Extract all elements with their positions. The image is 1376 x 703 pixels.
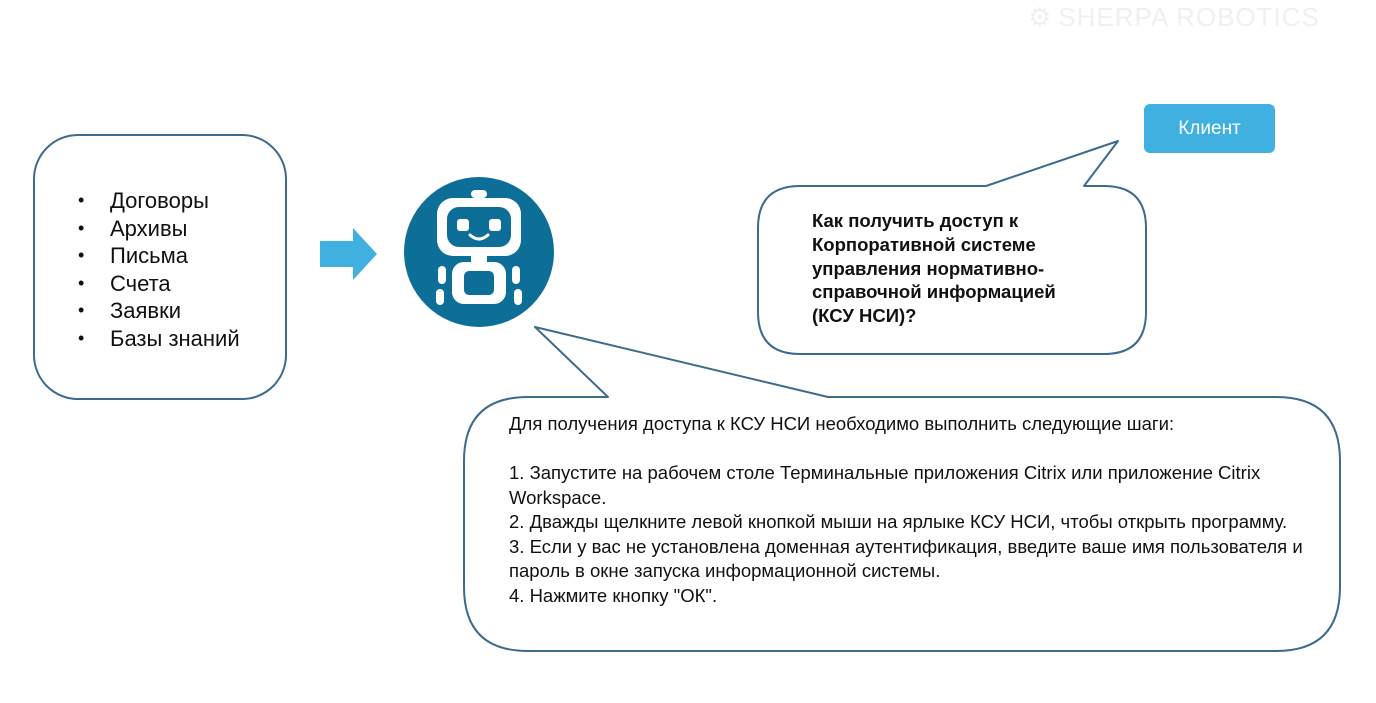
bullet-icon: • [78,217,85,238]
answer-step: 1. Запустите на рабочем столе Терминальн… [509,462,1261,508]
watermark-logo: ⚙ SHERPA ROBOTICS [1028,2,1348,32]
bullet-icon: • [78,190,85,210]
client-label: Клиент [1144,104,1275,153]
list-item: •Архивы [78,215,188,241]
list-item: •Письма [78,243,188,268]
question-bubble [757,140,1147,355]
list-item: •Договоры [78,188,209,213]
answer-step: 2. Дважды щелкните левой кнопкой мыши на… [509,511,1288,532]
list-item: •Счета [78,270,171,296]
answer-step: 3. Если у вас не установлена доменная ау… [509,535,1303,582]
answer-text: Для получения доступа к КСУ НСИ необходи… [509,412,1309,608]
sources-box [33,134,287,400]
flow-arrow [320,228,377,280]
question-text: Как получить доступ к Корпоративной сист… [812,210,1056,327]
bullet-icon: • [78,300,85,320]
answer-step: 4. Нажмите кнопку "ОК". [509,584,718,606]
answer-intro: Для получения доступа к КСУ НСИ необходи… [509,413,1175,434]
bullet-icon: • [78,272,85,293]
bullet-icon: • [78,327,85,348]
watermark-text: SHERPA ROBOTICS [1058,1,1320,32]
sources-list: •Договоры •Архивы •Письма •Счета •Заявки… [78,187,240,352]
list-item: •Заявки [78,298,182,323]
gear-icon: ⚙ [1028,1,1053,32]
bullet-icon: • [78,245,85,265]
robot-icon [404,177,554,327]
answer-bubble [463,326,1341,652]
list-item: •Базы знаний [78,325,240,351]
